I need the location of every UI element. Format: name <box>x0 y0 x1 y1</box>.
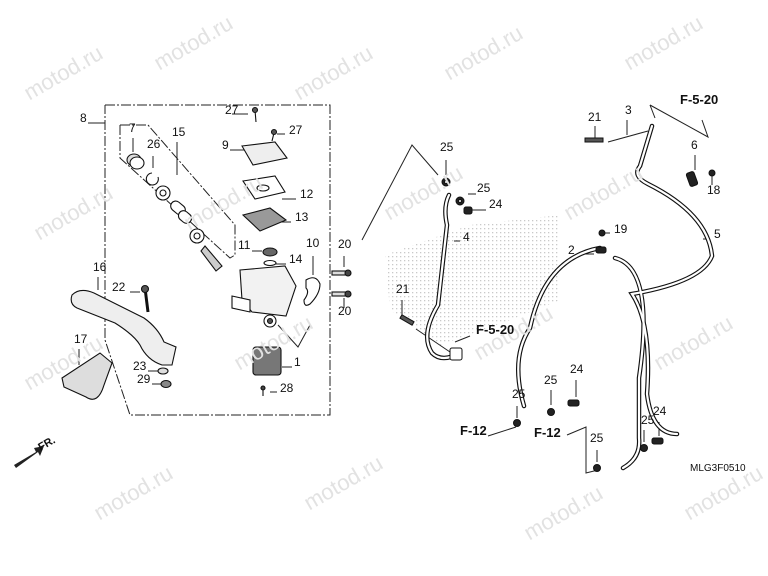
part-label-27[interactable]: 27 <box>225 103 239 117</box>
part-label-27[interactable]: 27 <box>289 123 303 137</box>
part-11-float <box>262 247 278 257</box>
front-direction-arrow-icon <box>14 446 44 468</box>
part-label-10[interactable]: 10 <box>306 236 320 250</box>
part-label-25[interactable]: 25 <box>512 387 526 401</box>
shaded-region <box>385 215 560 345</box>
part-label-25[interactable]: 25 <box>477 181 491 195</box>
part-spring <box>200 245 223 272</box>
part-label-5[interactable]: 5 <box>714 227 721 241</box>
part-label-14[interactable]: 14 <box>289 252 303 266</box>
part-label-17[interactable]: 17 <box>74 332 88 346</box>
part-label-24[interactable]: 24 <box>489 197 503 211</box>
part-label-25[interactable]: 25 <box>544 373 558 387</box>
part-label-28[interactable]: 28 <box>280 381 294 395</box>
part-label-9[interactable]: 9 <box>222 138 229 152</box>
part-label-2[interactable]: 2 <box>568 243 575 257</box>
part-label-25[interactable]: 25 <box>641 413 655 427</box>
part-label-22[interactable]: 22 <box>112 280 126 294</box>
part-label-19[interactable]: 19 <box>614 222 628 236</box>
part-1-switch <box>252 346 282 376</box>
reference-label[interactable]: F-5-20 <box>680 92 719 107</box>
part-label-4[interactable]: 4 <box>463 230 470 244</box>
part-label-20[interactable]: 20 <box>338 304 352 318</box>
part-14-ring <box>263 259 277 267</box>
part-label-25[interactable]: 25 <box>590 431 604 445</box>
part-label-16[interactable]: 16 <box>93 260 107 274</box>
part-label-6[interactable]: 6 <box>691 138 698 152</box>
part-label-24[interactable]: 24 <box>570 362 584 376</box>
part-label-23[interactable]: 23 <box>133 359 147 373</box>
part-label-11[interactable]: 11 <box>238 238 251 252</box>
part-16-brake-lever <box>70 289 177 366</box>
part-9-reservoir-cap <box>241 141 288 166</box>
part-label-25[interactable]: 25 <box>440 140 454 154</box>
part-label-13[interactable]: 13 <box>295 210 309 224</box>
part-label-1[interactable]: 1 <box>294 355 301 369</box>
reference-label[interactable]: F-12 <box>460 423 487 438</box>
part-17-lever-cover <box>61 352 113 400</box>
part-label-12[interactable]: 12 <box>300 187 314 201</box>
part-label-21[interactable]: 21 <box>396 282 410 296</box>
reference-label[interactable]: F-5-20 <box>476 322 515 337</box>
part-label-21[interactable]: 21 <box>588 110 602 124</box>
kit-15-outline <box>119 124 236 259</box>
part-7-boot <box>126 153 145 170</box>
part-26-circlip <box>145 172 159 186</box>
part-label-8[interactable]: 8 <box>80 111 87 125</box>
part-label-29[interactable]: 29 <box>137 372 151 386</box>
part-10-holder <box>303 277 321 306</box>
part-label-18[interactable]: 18 <box>707 183 721 197</box>
part-5-brake-hose <box>628 123 715 437</box>
part-master-cylinder-body <box>231 265 297 328</box>
part-13-diaphragm <box>241 207 288 232</box>
part-label-20[interactable]: 20 <box>338 237 352 251</box>
part-label-15[interactable]: 15 <box>172 125 186 139</box>
part-label-7[interactable]: 7 <box>129 121 136 135</box>
part-label-24[interactable]: 24 <box>653 404 667 418</box>
diagram-code: MLG3F0510 <box>690 463 746 474</box>
reference-label[interactable]: F-12 <box>534 425 561 440</box>
part-label-3[interactable]: 3 <box>625 103 632 117</box>
part-label-26[interactable]: 26 <box>147 137 161 151</box>
